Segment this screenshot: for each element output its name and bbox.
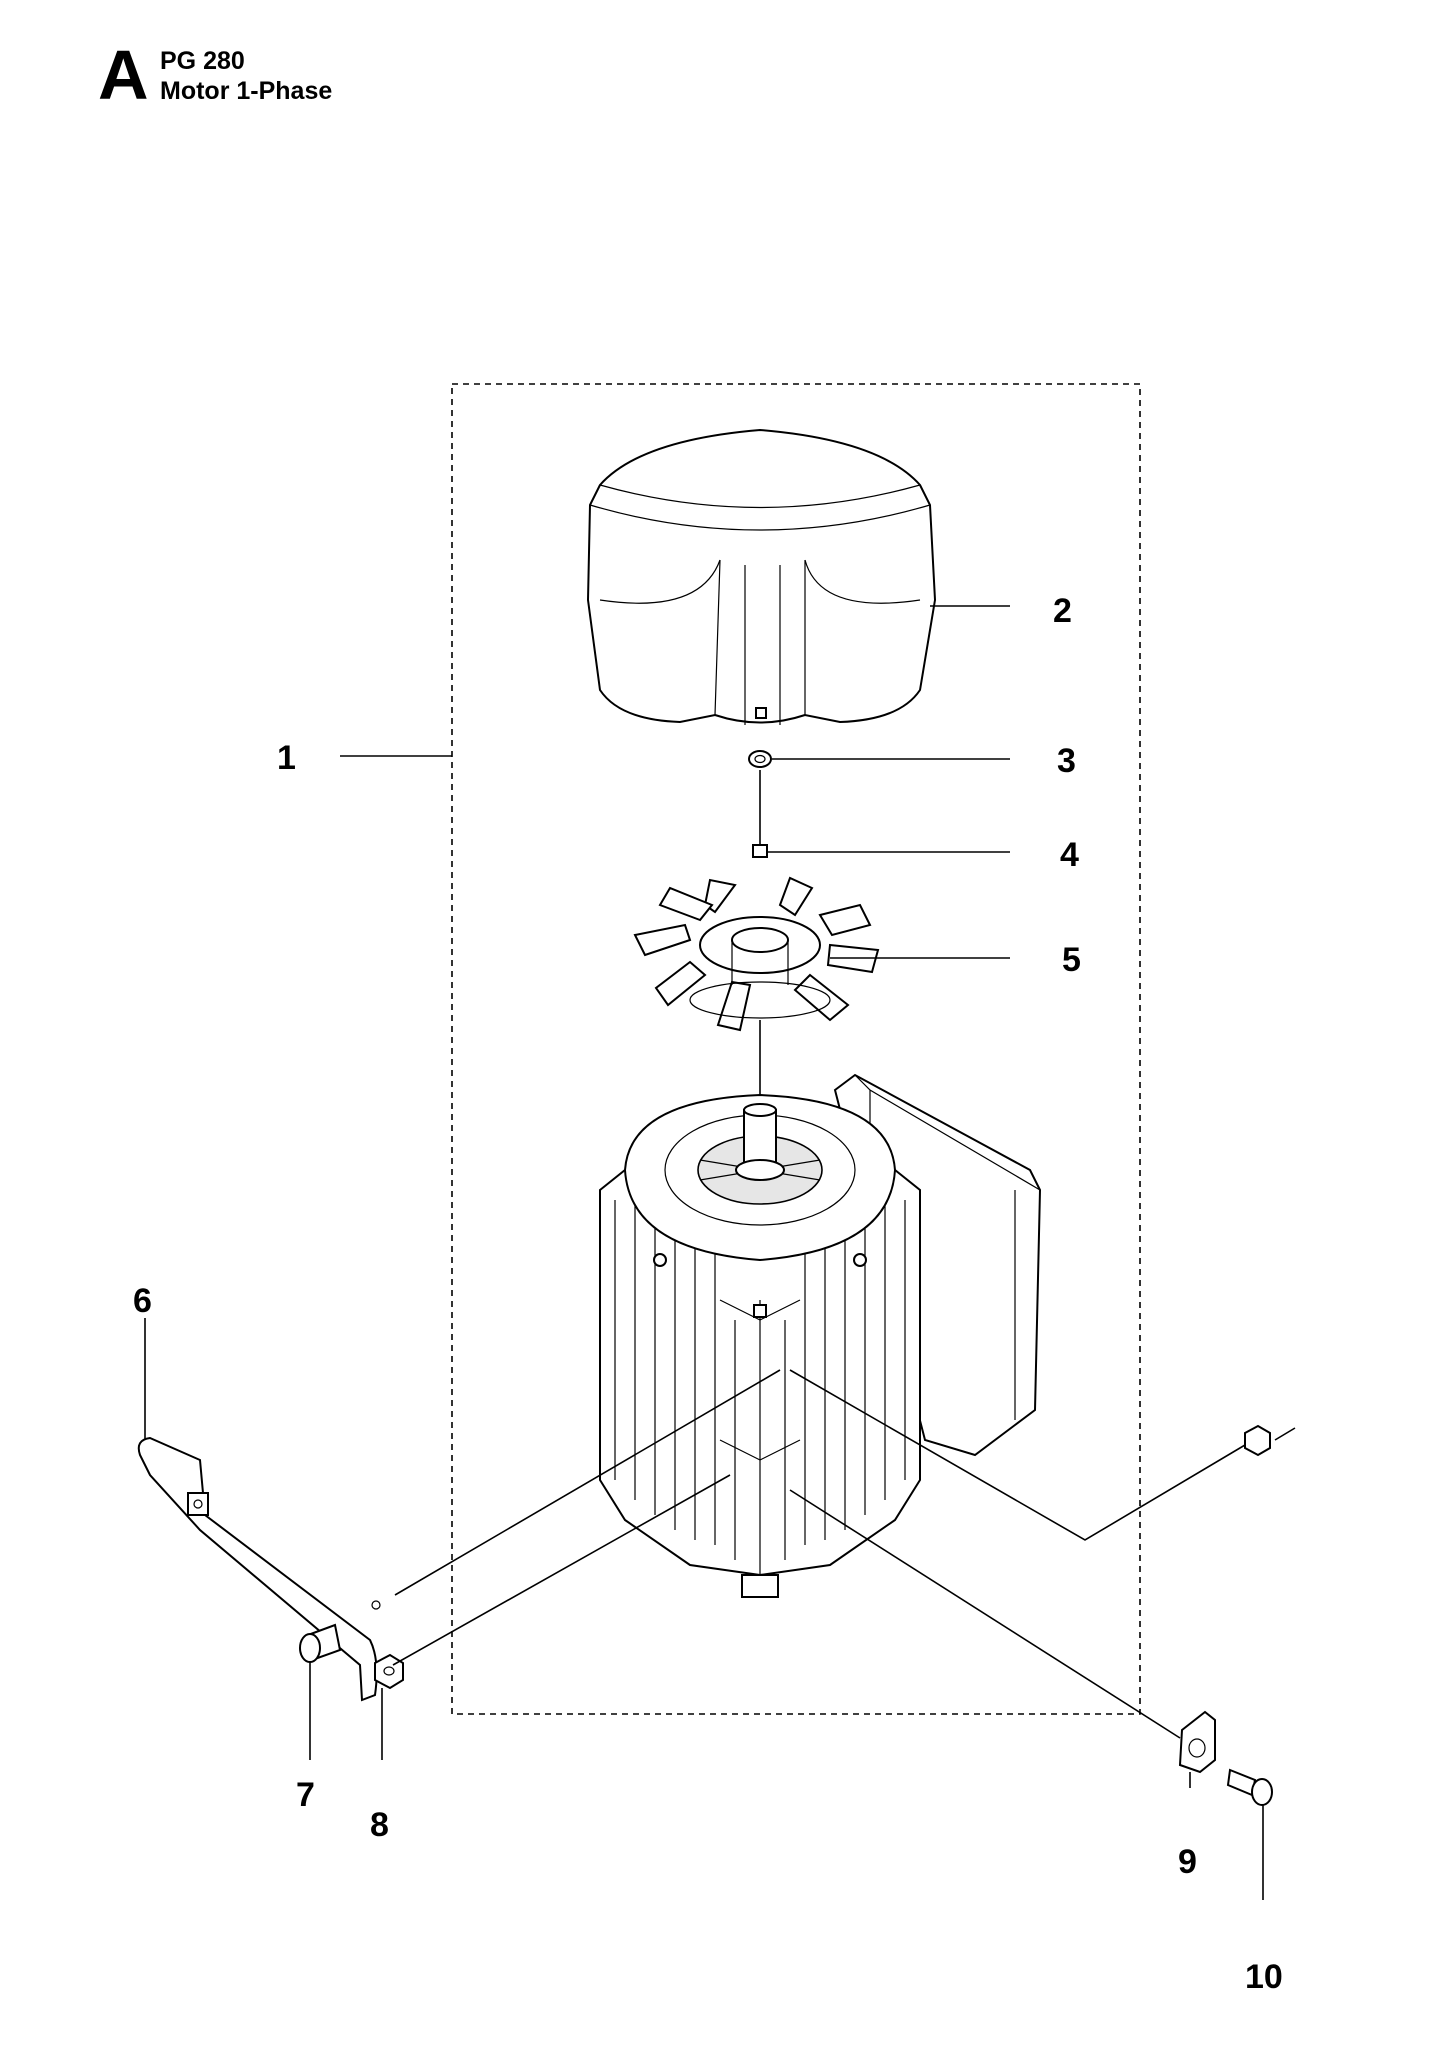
motor-body[interactable] [599,1073,1042,1598]
callout-5[interactable]: 5 [1062,941,1081,979]
title-block: PG 280 Motor 1-Phase [160,46,332,106]
nut-part-right[interactable] [1244,1424,1271,1457]
assembly-name: Motor 1-Phase [160,77,333,105]
callout-7[interactable]: 7 [296,1776,315,1814]
fan-part[interactable] [633,876,880,1032]
alignment-nut-8 [392,1474,731,1666]
nut-part-8[interactable] [374,1653,404,1690]
washer-part[interactable] [748,750,772,768]
callout-2[interactable]: 2 [1053,592,1072,630]
bolt-part-10[interactable] [1226,1768,1273,1806]
callout-1[interactable]: 1 [277,739,296,777]
section-letter: A [98,36,149,114]
callout-3[interactable]: 3 [1057,742,1076,780]
bolt-part-7[interactable] [299,1623,342,1663]
callout-4[interactable]: 4 [1060,836,1079,874]
callout-6[interactable]: 6 [133,1282,152,1320]
screw-part[interactable] [752,835,768,858]
alignment-right-nut [789,1369,1246,1541]
clamp-part-9[interactable] [1178,1710,1216,1774]
assembly-boundary [451,383,1141,1715]
callout-10[interactable]: 10 [1245,1958,1283,1996]
alignment-right-nut-tail [1274,1427,1296,1441]
fan-cover-part[interactable] [586,428,937,725]
model-name: PG 280 [160,47,245,75]
handle-part[interactable] [137,1436,381,1702]
leader-lines [144,605,1296,1900]
callout-8[interactable]: 8 [370,1806,389,1844]
alignment-clamp-9 [789,1489,1181,1739]
alignment-handle-bolt [394,1369,781,1596]
callout-9[interactable]: 9 [1178,1843,1197,1881]
